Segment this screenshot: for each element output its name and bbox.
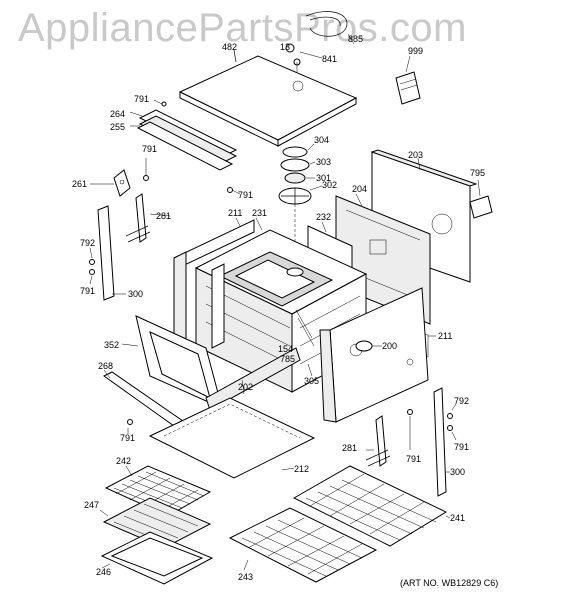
broiler-pan-part[interactable] [100, 531, 214, 585]
label-211-right: 211 [438, 331, 452, 341]
label-211-left: 211 [228, 208, 242, 218]
bake-element-part[interactable] [355, 340, 373, 352]
label-255: 255 [110, 122, 125, 132]
label-841: 841 [322, 54, 337, 64]
label-268: 268 [98, 361, 113, 371]
label-261: 261 [72, 179, 87, 189]
label-204: 204 [352, 184, 367, 194]
wire-harness-part[interactable] [305, 11, 348, 37]
label-885: 885 [348, 34, 363, 44]
label-300-right: 300 [450, 467, 465, 477]
side-panel-left-part[interactable] [173, 219, 255, 351]
label-212: 212 [294, 464, 309, 474]
label-302: 302 [322, 180, 337, 190]
label-305: 305 [304, 376, 319, 386]
label-301: 301 [316, 173, 331, 183]
watermark: AppliancePartsPros.com [18, 6, 467, 50]
label-243: 243 [238, 572, 253, 582]
label-795: 795 [470, 168, 485, 178]
label-791-hinge: 791 [142, 144, 157, 154]
label-304: 304 [314, 135, 329, 145]
label-791-left: 791 [80, 286, 95, 296]
label-791-fan: 791 [238, 190, 253, 200]
door-hinge-left-part[interactable] [125, 193, 151, 243]
label-300-left: 300 [128, 289, 143, 299]
label-246: 246 [96, 567, 111, 577]
oven-rack-large-part[interactable] [292, 465, 448, 547]
label-241: 241 [450, 513, 465, 523]
label-999: 999 [408, 46, 423, 56]
hinge-bracket-part[interactable] [113, 169, 131, 197]
bottom-panel-part[interactable] [148, 397, 316, 479]
label-154: 154 [278, 344, 293, 354]
convection-fan-part[interactable] [278, 146, 312, 205]
label-785: 785 [280, 354, 295, 364]
label-13: 13 [280, 42, 290, 52]
label-303: 303 [316, 157, 331, 167]
label-264: 264 [110, 109, 125, 119]
side-trim-right-part[interactable] [433, 387, 447, 497]
label-231: 231 [252, 208, 267, 218]
label-281-left: 281 [156, 211, 171, 221]
label-202: 202 [238, 382, 253, 392]
label-281-right: 281 [342, 443, 357, 453]
label-791-right-lower: 791 [406, 454, 421, 464]
top-trim-part[interactable] [136, 109, 238, 171]
label-791-top: 791 [134, 94, 149, 104]
oven-rack-lower-part[interactable] [228, 507, 378, 583]
label-203: 203 [408, 150, 423, 160]
door-switch-part[interactable] [285, 43, 301, 72]
owners-manual-part[interactable] [395, 71, 421, 105]
side-trim-left-part[interactable] [97, 205, 115, 301]
label-792-right: 792 [454, 396, 469, 406]
label-232: 232 [316, 212, 331, 222]
label-200: 200 [382, 341, 397, 351]
label-792-left: 792 [80, 238, 95, 248]
oven-cavity-part[interactable] [194, 229, 368, 393]
rear-cover-plate-part[interactable] [469, 195, 493, 219]
label-242: 242 [116, 456, 131, 466]
label-482: 482 [222, 42, 237, 52]
label-791-right: 791 [454, 442, 469, 452]
label-247: 247 [84, 500, 99, 510]
label-352: 352 [104, 340, 119, 350]
door-hinge-right-part[interactable] [365, 415, 391, 467]
side-panel-right-part[interactable] [319, 287, 429, 423]
top-panel-part[interactable] [178, 55, 358, 147]
label-791-bottom: 791 [120, 433, 135, 443]
art-number: (ART NO. WB12829 C6) [400, 578, 499, 588]
oven-bottom-part[interactable] [205, 347, 301, 411]
